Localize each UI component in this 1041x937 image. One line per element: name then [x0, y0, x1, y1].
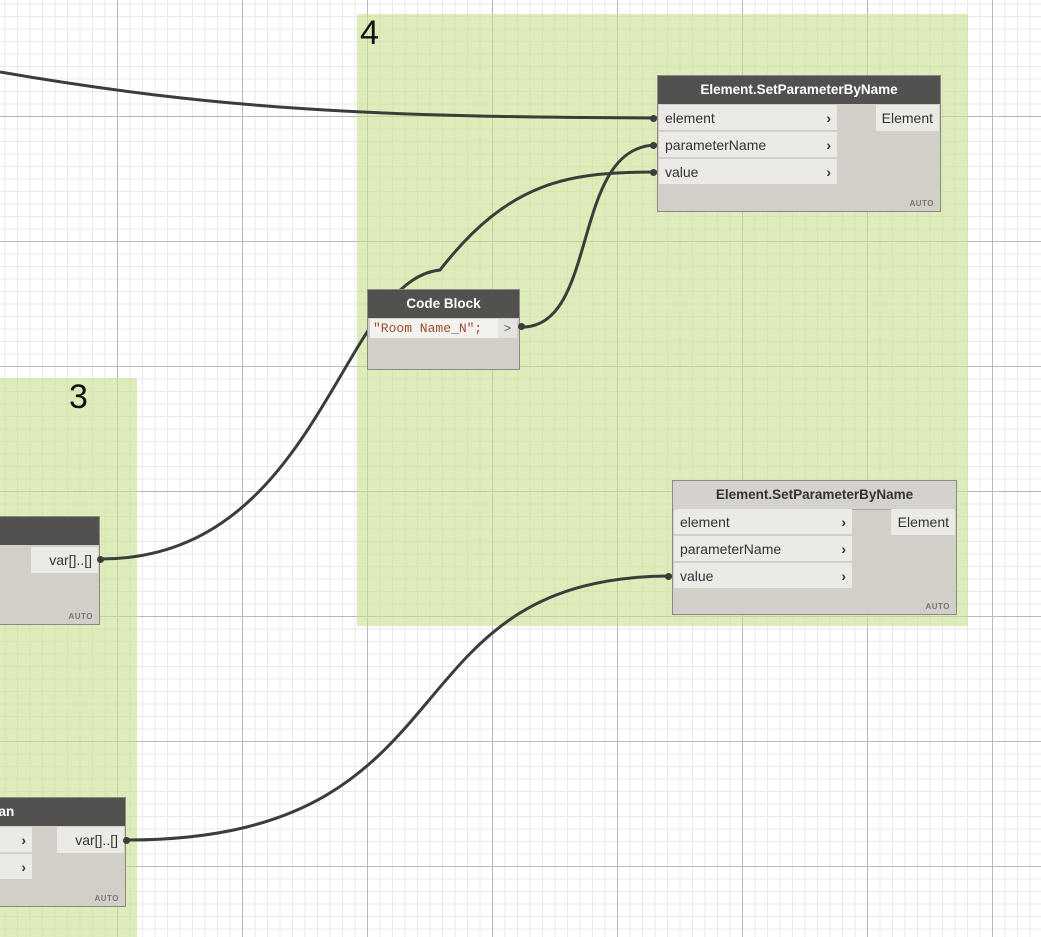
output-port-element[interactable]: Element [876, 105, 939, 131]
code-input[interactable]: "Room Name_N"; [370, 319, 498, 338]
chevron-right-icon: › [841, 541, 846, 557]
wire-top-to-element[interactable] [0, 70, 658, 120]
input-port-parametername[interactable]: parameterName › [674, 536, 852, 562]
wire-var2-to-value2[interactable] [126, 574, 673, 842]
run-mode-label: AUTO [94, 894, 119, 903]
node-title[interactable]: Element.SetParameterByName [658, 76, 940, 104]
chevron-right-icon: › [21, 832, 26, 848]
connector-dot-icon [518, 323, 525, 330]
input-port-value[interactable]: value › [659, 159, 837, 185]
output-port[interactable]: > [498, 319, 517, 338]
run-mode-label: AUTO [68, 612, 93, 621]
port-label: value [665, 164, 699, 180]
output-port-var[interactable]: var[]..[] [31, 547, 98, 573]
chevron-right-icon: › [826, 137, 831, 153]
port-label: value [680, 568, 714, 584]
input-port-1[interactable]: › [0, 827, 32, 853]
node-title-fragment-text: ean [0, 804, 15, 819]
connector-dot-icon [97, 556, 104, 563]
group-4-number: 4 [360, 14, 379, 52]
run-mode-label: AUTO [925, 602, 950, 611]
input-port-value[interactable]: value › [674, 563, 852, 589]
connector-dot-icon [650, 169, 657, 176]
wire-code-to-parametername[interactable] [521, 143, 658, 329]
left-node-1[interactable]: var[]..[] AUTO [0, 516, 100, 625]
connector-dot-icon [650, 142, 657, 149]
chevron-right-icon: › [826, 110, 831, 126]
run-mode-label: AUTO [909, 199, 934, 208]
output-port-var[interactable]: var[]..[] [57, 827, 124, 853]
node-title[interactable]: Code Block [368, 290, 519, 318]
input-port-2[interactable]: › [0, 854, 32, 880]
chevron-right-icon: › [21, 859, 26, 875]
connector-dot-icon [123, 837, 130, 844]
group-3-number: 3 [69, 378, 88, 416]
set-parameter-by-name-node-2[interactable]: Element.SetParameterByName element › par… [672, 480, 957, 615]
input-port-parametername[interactable]: parameterName › [659, 132, 837, 158]
node-title-fragment[interactable]: ean [0, 798, 125, 826]
left-node-2[interactable]: ean › › var[]..[] AUTO [0, 797, 126, 907]
chevron-right-icon: › [826, 164, 831, 180]
port-label: parameterName [680, 541, 782, 557]
connector-dot-icon [665, 573, 672, 580]
port-label: parameterName [665, 137, 767, 153]
wire-var-to-value[interactable] [100, 170, 658, 561]
input-port-element[interactable]: element › [674, 509, 852, 535]
code-block-node[interactable]: Code Block "Room Name_N"; > [367, 289, 520, 370]
port-label: element [680, 514, 730, 530]
input-port-element[interactable]: element › [659, 105, 837, 131]
node-header[interactable] [0, 517, 99, 545]
set-parameter-by-name-node-1[interactable]: Element.SetParameterByName element › par… [657, 75, 941, 212]
chevron-right-icon: › [841, 568, 846, 584]
node-title[interactable]: Element.SetParameterByName [673, 481, 956, 510]
chevron-right-icon: › [841, 514, 846, 530]
output-port-element[interactable]: Element [891, 509, 955, 535]
connector-dot-icon [650, 115, 657, 122]
port-label: element [665, 110, 715, 126]
